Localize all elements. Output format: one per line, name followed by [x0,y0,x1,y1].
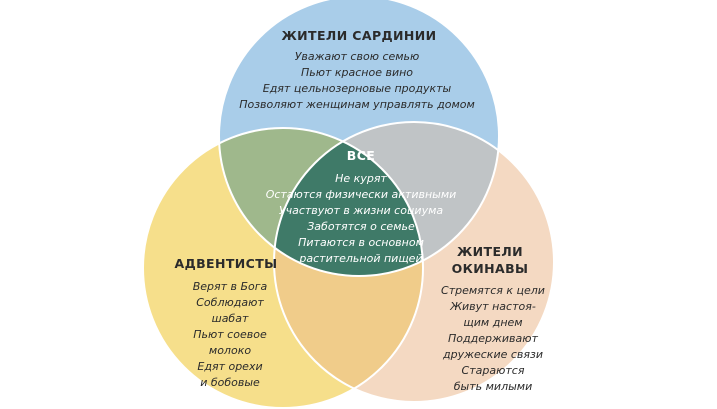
okinawa-labels: ЖИТЕЛИ ОКИНАВЫ Стремятся к цели Живут на… [441,244,545,393]
okinawa-outline [273,121,555,403]
sardinia-labels: ЖИТЕЛИ САРДИНИИ Уважают свою семью Пьют … [239,28,475,111]
center-item: Остаются физически активными [266,188,457,201]
center-item: Не курят [335,172,387,185]
okinawa-item: Стараются [462,364,525,377]
okinawa-item: Стремятся к цели [441,284,545,297]
sardinia-item: Позволяют женщинам управлять домом [239,98,475,111]
center-item: растительной пищей [298,252,422,265]
okinawa-title: ЖИТЕЛИ [457,244,523,259]
okinawa-item: Поддерживают [448,332,539,345]
sardinia-item: Пьют красное вино [301,66,413,79]
adventists-item: Пьют соевое [193,328,267,341]
center-item: Заботятся о семье [307,220,415,233]
center-title: ВСЕ [347,148,375,163]
adventists-item: шабат [212,312,249,325]
center-labels: ВСЕ Не курят Остаются физически активным… [266,148,457,265]
sardinia-item: Едят цельнозерновые продукты [263,82,452,95]
adventists-item: и бобовые [200,376,260,389]
sardinia-outline [218,0,500,277]
all-groups-overlap [274,128,423,276]
center-item: Питаются в основном [298,236,424,249]
adventists-item: Соблюдают [196,296,264,309]
okinawa-item: щим днем [463,316,522,329]
center-item: Участвуют в жизни социума [279,204,444,217]
sardinia-item: Уважают свою семью [295,50,420,63]
okinawa-item: быть милыми [454,380,532,393]
adventists-item: Верят в Бога [193,280,268,293]
adventists-labels: АДВЕНТИСТЫ Верят в Бога Соблюдают шабат … [175,256,278,389]
sardinia-title: ЖИТЕЛИ САРДИНИИ [281,28,436,43]
adventists-title: АДВЕНТИСТЫ [175,256,278,271]
okinawa-title: ОКИНАВЫ [452,261,529,276]
adventists-item: молоко [209,344,251,357]
adventists-item: Едят орехи [197,360,262,373]
okinawa-item: Живут настоя- [449,300,536,313]
okinawa-item: дружеские связи [442,348,543,361]
adventists-outline [142,127,424,409]
